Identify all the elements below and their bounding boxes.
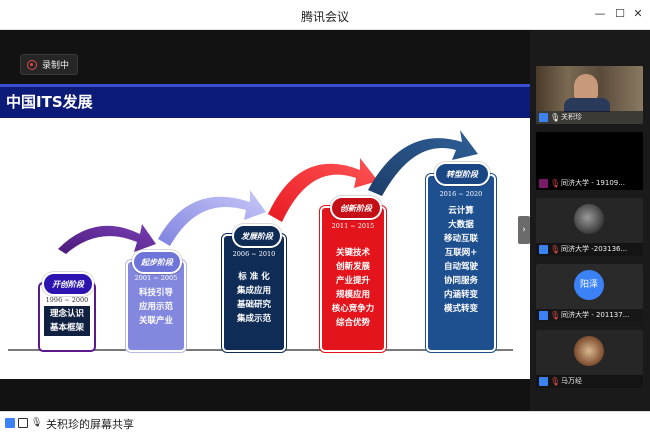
mic-icon: 🎙 — [31, 418, 43, 428]
user-icon — [539, 245, 548, 254]
video-tile[interactable]: 阳泽 🎙 同济大学 - 201137... — [536, 264, 643, 322]
stage-label: 开创阶段 — [42, 272, 94, 296]
shared-screen: 录制中 中国ITS发展 — [0, 30, 530, 411]
video-tile[interactable]: 🎙 同济大学 - 19109... — [536, 132, 643, 190]
user-icon — [539, 113, 548, 122]
mic-muted-icon: 🎙 — [550, 179, 561, 188]
person-video — [574, 74, 598, 102]
mic-icon: 🎙 — [550, 113, 561, 122]
stage-column: 2001 ~ 2005 科技引导 应用示范 关联产业 — [126, 260, 186, 352]
arrow-1 — [58, 224, 156, 254]
video-tile[interactable]: 🎙 同济大学 -203136... — [536, 198, 643, 256]
record-icon — [27, 60, 37, 70]
mic-muted-icon: 🎙 — [550, 377, 561, 386]
mic-muted-icon: 🎙 — [550, 245, 561, 254]
stage-label: 创新阶段 — [330, 196, 382, 220]
stage-column: 2011 ~ 2015 关键技术 创新发展 产业提升 规模应用 核心竞争力 综合… — [320, 206, 386, 352]
participant-list: 🎙 关积珍 🎙 同济大学 - 19109... 🎙 同济大学 -203136..… — [530, 30, 650, 411]
presentation-slide: 中国ITS发展 — [0, 84, 530, 379]
user-icon — [539, 377, 548, 386]
slide-title: 中国ITS发展 — [6, 93, 93, 111]
recording-label: 录制中 — [42, 61, 70, 71]
stage-label: 起步阶段 — [132, 250, 182, 274]
stage-label: 转型阶段 — [434, 162, 490, 186]
screen-share-label: 关积珍的屏幕共享 — [46, 418, 134, 431]
arrow-2 — [158, 190, 266, 246]
collapse-sidebar-button[interactable]: › — [518, 216, 530, 244]
close-icon[interactable]: ✕ — [633, 7, 643, 20]
arrow-4 — [368, 130, 478, 196]
bottom-bar: 🎙 关积珍的屏幕共享 — [0, 411, 650, 433]
stage-column: 2006 ~ 2010 标 准 化 集成应用 基础研究 集成示范 — [222, 234, 286, 352]
progression-arrows — [58, 130, 478, 254]
screen-share-icon — [18, 418, 28, 428]
stage-label: 发展阶段 — [232, 224, 282, 248]
window-title: 腾讯会议 — [300, 10, 349, 24]
title-bar: 腾讯会议 — ☐ ✕ — [0, 0, 650, 30]
video-tile[interactable]: 🎙 关积珍 — [536, 66, 643, 124]
user-icon — [539, 311, 548, 320]
user-icon — [539, 179, 548, 188]
avatar — [574, 204, 604, 234]
slide-header: 中国ITS发展 — [0, 84, 530, 118]
stage-column: 2016 ~ 2020 云计算 大数据 移动互联 互联网+ 自动驾驶 协同服务 … — [426, 174, 496, 352]
maximize-icon[interactable]: ☐ — [615, 7, 625, 20]
avatar: 阳泽 — [574, 270, 604, 300]
user-icon — [5, 418, 15, 428]
mic-muted-icon: 🎙 — [550, 311, 561, 320]
arrow-3 — [268, 158, 378, 222]
recording-badge[interactable]: 录制中 — [20, 54, 78, 75]
minimize-icon[interactable]: — — [594, 7, 606, 20]
video-tile[interactable]: 🎙 马万经 — [536, 330, 643, 388]
avatar — [574, 336, 604, 366]
